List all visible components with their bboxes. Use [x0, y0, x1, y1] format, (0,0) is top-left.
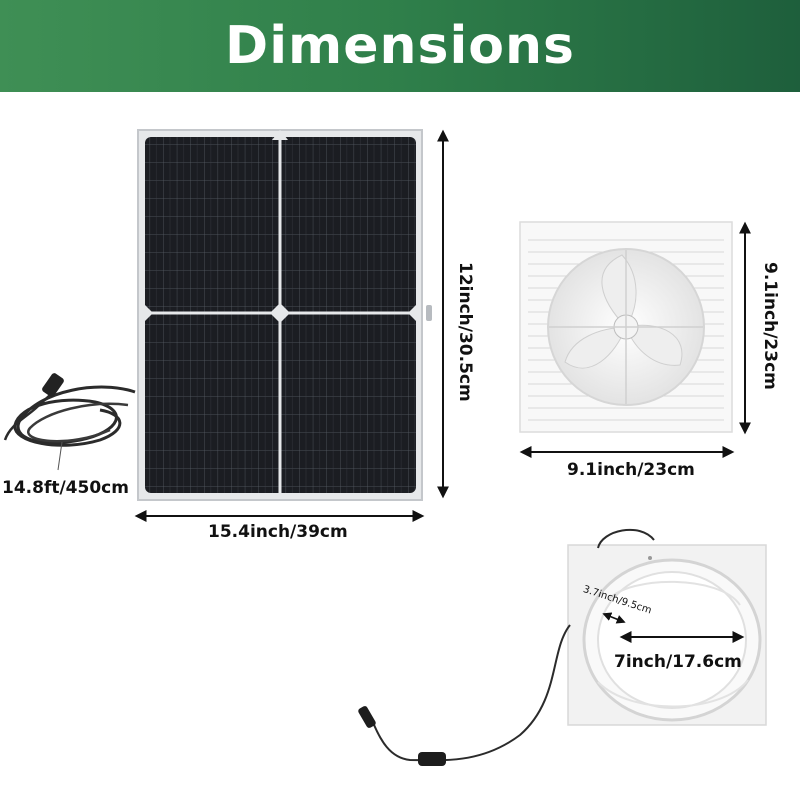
fan-width-label: 9.1inch/23cm [567, 460, 695, 480]
fan-back [567, 544, 767, 726]
fan-diameter-label: 7inch/17.6cm [614, 652, 742, 672]
fan-cable [371, 624, 571, 762]
solar-panel [137, 129, 432, 501]
fan-height-label: 9.1inch/23cm [760, 262, 780, 390]
fan-cable-top [597, 529, 655, 549]
cable-length-label: 14.8ft/450cm [2, 478, 129, 498]
panel-height-label: 12inch/30.5cm [455, 262, 475, 402]
page-title: Dimensions [225, 16, 575, 76]
switch-icon [418, 752, 446, 766]
header-banner: Dimensions [0, 0, 800, 92]
fan-front [519, 221, 733, 433]
solar-cable [3, 373, 136, 471]
plug-icon [358, 706, 376, 728]
panel-width-label: 15.4inch/39cm [208, 522, 348, 542]
fan-depth-arrow [602, 612, 626, 624]
